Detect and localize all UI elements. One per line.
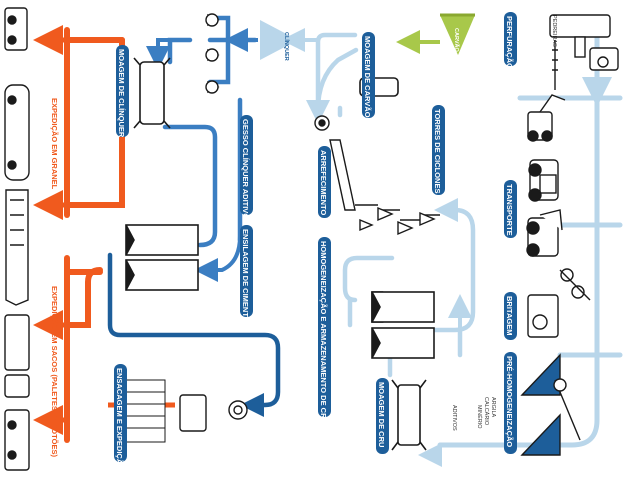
- label-pedreiras: PEDREIRAS: [551, 15, 557, 47]
- cement-silo-in-arrow: [194, 235, 242, 282]
- additive-hopper-icons: [205, 13, 220, 94]
- svg-text:ARGILA: ARGILA: [490, 397, 496, 418]
- svg-text:MOAGEM DE CARVÃO: MOAGEM DE CARVÃO: [363, 36, 372, 118]
- svg-text:TRANSPORTE: TRANSPORTE: [505, 184, 514, 236]
- svg-text:MOAGEM DE CRU: MOAGEM DE CRU: [377, 382, 386, 447]
- svg-text:PEDREIRAS: PEDREIRAS: [551, 15, 557, 47]
- cement-silo-icons: [125, 224, 199, 291]
- dispatch-flow: [64, 27, 125, 443]
- label-moagem-de-clinquer: MOAGEM DE CLÍNQUER: [116, 45, 129, 138]
- label-argila: ARGILA: [490, 397, 496, 418]
- svg-text:MOAGEM DE CLÍNQUER: MOAGEM DE CLÍNQUER: [117, 49, 126, 138]
- label-ensilagem-de-cimento: ENSILAGEM DE CIMENTO: [240, 225, 253, 323]
- packing-machine-icon: [179, 394, 248, 432]
- svg-text:CLÍNQUER: CLÍNQUER: [283, 32, 291, 61]
- label-carvao: CARVÃO: [453, 28, 460, 52]
- dump-truck-icon-2: [526, 209, 563, 257]
- svg-text:CALCÁRIO: CALCÁRIO: [483, 397, 490, 426]
- svg-text:ENSACAGEM E EXPEDIÇÃO: ENSACAGEM E EXPEDIÇÃO: [115, 368, 124, 470]
- drill-rig-icon: [549, 14, 619, 90]
- svg-text:PERFURAÇÃO: PERFURAÇÃO: [505, 16, 514, 69]
- coal-hopper-icon: [440, 13, 475, 55]
- raw-mill-icon: [391, 379, 427, 451]
- label-torres-de-ciclones: TORRES DE CICLONES: [432, 105, 445, 195]
- cargo-ship-icon: [5, 189, 29, 306]
- label-aditivos: ADITIVOS: [451, 405, 457, 431]
- cement-mill-icon: [133, 57, 171, 129]
- svg-text:TORRES DE CICLONES: TORRES DE CICLONES: [433, 109, 442, 193]
- flatbed-truck-icon: [4, 409, 30, 471]
- cooler-fan-icon: [314, 115, 330, 131]
- svg-text:CARVÃO: CARVÃO: [453, 28, 460, 52]
- label-expedicao-em-granel: EXPEDIÇÃO EM GRANEL: [50, 98, 59, 190]
- label-pre-homogeneizacao: PRÉ-HOMOGENEIZAÇÃO: [504, 352, 517, 454]
- label-ensacagem-e-expedicao: ENSACAGEM E EXPEDIÇÃO: [114, 364, 127, 470]
- svg-text:EXPEDIÇÃO EM GRANEL: EXPEDIÇÃO EM GRANEL: [50, 98, 59, 190]
- svg-text:EXPEDIÇÃO EM SACOS (PALETES/PA: EXPEDIÇÃO EM SACOS (PALETES/PACOTÕES): [50, 286, 59, 457]
- label-clinquer: CLÍNQUER: [283, 32, 291, 61]
- svg-text:ADITIVOS: ADITIVOS: [451, 405, 457, 431]
- svg-text:BRITAGEM: BRITAGEM: [505, 296, 514, 335]
- rotary-kiln-icon: [329, 139, 356, 211]
- svg-text:MINÉRIO: MINÉRIO: [476, 405, 483, 429]
- label-arrefecimento: ARREFECIMENTO: [318, 146, 331, 218]
- excavator-icon: [527, 94, 566, 142]
- dump-truck-icon: [528, 159, 559, 202]
- label-transporte: TRANSPORTE: [504, 180, 517, 238]
- svg-text:HOMOGENEIZAÇÃO E ARMAZENAMENTO: HOMOGENEIZAÇÃO E ARMAZENAMENTO DE CRU: [319, 241, 328, 424]
- crusher-icon: [527, 268, 591, 338]
- clinker-silo-icon: [260, 20, 298, 60]
- cement-flow: [107, 252, 281, 408]
- label-expedicao-em-sacos: EXPEDIÇÃO EM SACOS (PALETES/PACOTÕES): [50, 286, 59, 457]
- svg-text:ENSILAGEM DE CIMENTO: ENSILAGEM DE CIMENTO: [241, 229, 250, 323]
- bag-stack-icon: [124, 379, 166, 443]
- label-moagem-de-carvao: MOAGEM DE CARVÃO: [362, 32, 375, 118]
- svg-text:GESSO CLÍNQUER ADITIVOS: GESSO CLÍNQUER ADITIVOS: [241, 119, 250, 224]
- label-perfuracao: PERFURAÇÃO: [504, 12, 517, 69]
- label-moagem-de-cru: MOAGEM DE CRU: [376, 378, 389, 454]
- tanker-truck-icon-2: [4, 84, 30, 181]
- svg-text:ARREFECIMENTO: ARREFECIMENTO: [319, 150, 328, 215]
- label-minerio: MINÉRIO: [476, 405, 483, 429]
- additives-to-mill-arrow: [146, 38, 178, 70]
- label-calcario: CALCÁRIO: [483, 397, 490, 426]
- freight-train-icon: [4, 314, 30, 398]
- cyclone-tower-icon: [355, 204, 440, 236]
- tanker-truck-icon: [4, 7, 28, 51]
- label-britagem: BRITAGEM: [504, 292, 517, 340]
- svg-text:PRÉ-HOMOGENEIZAÇÃO: PRÉ-HOMOGENEIZAÇÃO: [505, 356, 514, 447]
- stacker-reclaimer-icon: [520, 353, 581, 456]
- label-gesso-clinquer-aditivos: GESSO CLÍNQUER ADITIVOS: [240, 115, 253, 224]
- label-homog-armazenamento-cru: HOMOGENEIZAÇÃO E ARMAZENAMENTO DE CRU: [318, 237, 331, 424]
- raw-to-mill-arrow: [418, 443, 442, 467]
- silo-icon: [371, 291, 435, 359]
